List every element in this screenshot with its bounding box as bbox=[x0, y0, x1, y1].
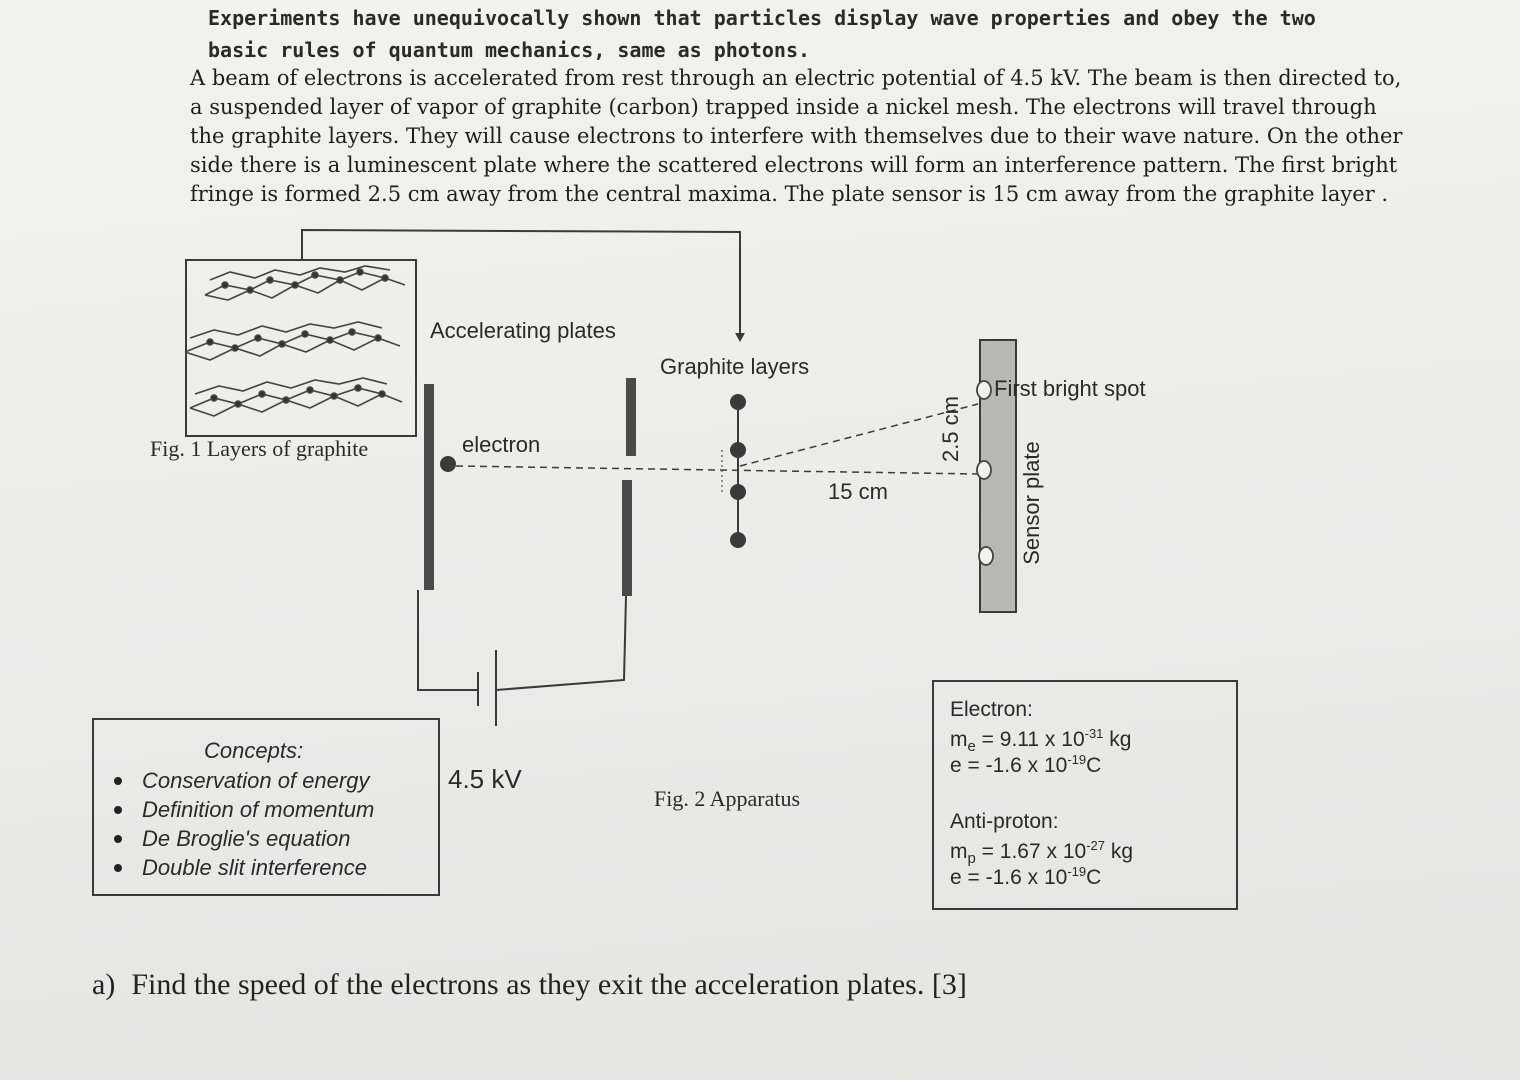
question-text: Find the speed of the electrons as they … bbox=[131, 968, 967, 1001]
list-item: Double slit interference bbox=[94, 853, 374, 882]
bright-spots bbox=[976, 380, 994, 566]
mass-exponent: -31 bbox=[1084, 726, 1104, 741]
problem-line: side there is a luminescent plate where … bbox=[190, 153, 1398, 177]
distance-label: 15 cm bbox=[828, 479, 888, 504]
electron-charge: e = -1.6 x 10-19C bbox=[950, 752, 1101, 778]
mass-unit: kg bbox=[1104, 840, 1133, 863]
electron-label: electron bbox=[462, 432, 541, 457]
right-plate-lower bbox=[622, 480, 632, 596]
charge-exponent: -19 bbox=[1067, 752, 1087, 767]
problem-line: A beam of electrons is accelerated from … bbox=[190, 66, 1402, 90]
antiproton-title: Anti-proton: bbox=[950, 810, 1059, 833]
figure2-caption: Fig. 2 Apparatus bbox=[654, 786, 801, 811]
charge-value: e = -1.6 x 10 bbox=[950, 866, 1068, 889]
first-bright-spot-label: First bright spot bbox=[994, 376, 1146, 401]
list-item: De Broglie's equation bbox=[94, 824, 374, 853]
intro-text: Experiments have unequivocally shown tha… bbox=[208, 6, 1316, 62]
circuit-wire-right bbox=[495, 595, 627, 691]
sensor-plate-label: Sensor plate bbox=[1018, 441, 1044, 565]
circuit-wire-left bbox=[417, 590, 478, 691]
graphite-atom bbox=[730, 532, 746, 548]
mass-symbol: m bbox=[950, 840, 968, 863]
mass-subscript: e bbox=[967, 738, 976, 756]
right-plate-upper bbox=[626, 378, 636, 456]
bright-spot bbox=[976, 380, 992, 400]
mass-symbol: m bbox=[950, 728, 968, 751]
antiproton-mass: mp = 1.67 x 10-27 kg bbox=[950, 838, 1133, 867]
accelerating-plates-label: Accelerating plates bbox=[430, 318, 616, 343]
bright-spot bbox=[976, 460, 992, 480]
electron-title: Electron: bbox=[950, 698, 1033, 721]
concepts-title: Concepts: bbox=[204, 738, 304, 763]
wire-arrow-icon bbox=[735, 333, 745, 342]
supply-wire bbox=[301, 228, 741, 335]
mass-exponent: -27 bbox=[1086, 838, 1105, 853]
concepts-list: Conservation of energy Definition of mom… bbox=[94, 766, 374, 882]
graphite-atom bbox=[730, 394, 746, 410]
mass-value: = 9.11 x 10 bbox=[975, 728, 1085, 751]
figure1-caption: Fig. 1 Layers of graphite bbox=[150, 436, 369, 461]
left-accelerating-plate bbox=[424, 384, 434, 590]
problem-line: a suspended layer of vapor of graphite (… bbox=[190, 95, 1377, 119]
charge-unit: C bbox=[1086, 754, 1102, 777]
graphite-lattice-drawing bbox=[184, 265, 406, 417]
electron-dot bbox=[440, 456, 456, 472]
central-axis-line bbox=[455, 465, 979, 475]
question-a: a) Find the speed of the electrons as the… bbox=[92, 968, 967, 1002]
problem-line: the graphite layers. They will cause ele… bbox=[190, 124, 1403, 148]
graphite-atom bbox=[730, 442, 746, 458]
problem-statement: A beam of electrons is accelerated from … bbox=[190, 64, 1440, 209]
bright-spot bbox=[978, 546, 994, 566]
antiproton-charge: e = -1.6 x 10-19C bbox=[950, 864, 1101, 890]
charge-exponent: -19 bbox=[1067, 864, 1087, 879]
graphite-layers-label: Graphite layers bbox=[660, 354, 810, 379]
question-number: a) bbox=[92, 968, 116, 1001]
electron-mass: me = 9.11 x 10-31 kg bbox=[950, 726, 1131, 755]
fringe-spacing-label: 2.5 cm bbox=[938, 395, 964, 463]
voltage-label: 4.5 kV bbox=[448, 764, 522, 794]
graphite-atom bbox=[730, 484, 746, 500]
charge-unit: C bbox=[1086, 866, 1102, 889]
mass-value: = 1.67 x 10 bbox=[975, 840, 1087, 863]
mass-subscript: p bbox=[967, 850, 976, 868]
concepts-box: Concepts: Conservation of energy Definit… bbox=[92, 718, 440, 896]
constants-box: Electron: me = 9.11 x 10-31 kg e = -1.6 … bbox=[932, 680, 1238, 910]
first-fringe-ray bbox=[739, 403, 979, 467]
problem-line: fringe is formed 2.5 cm away from the ce… bbox=[190, 182, 1389, 206]
charge-value: e = -1.6 x 10 bbox=[950, 754, 1068, 777]
list-item: Definition of momentum bbox=[94, 795, 374, 824]
mass-unit: kg bbox=[1103, 728, 1132, 751]
list-item: Conservation of energy bbox=[94, 766, 374, 795]
